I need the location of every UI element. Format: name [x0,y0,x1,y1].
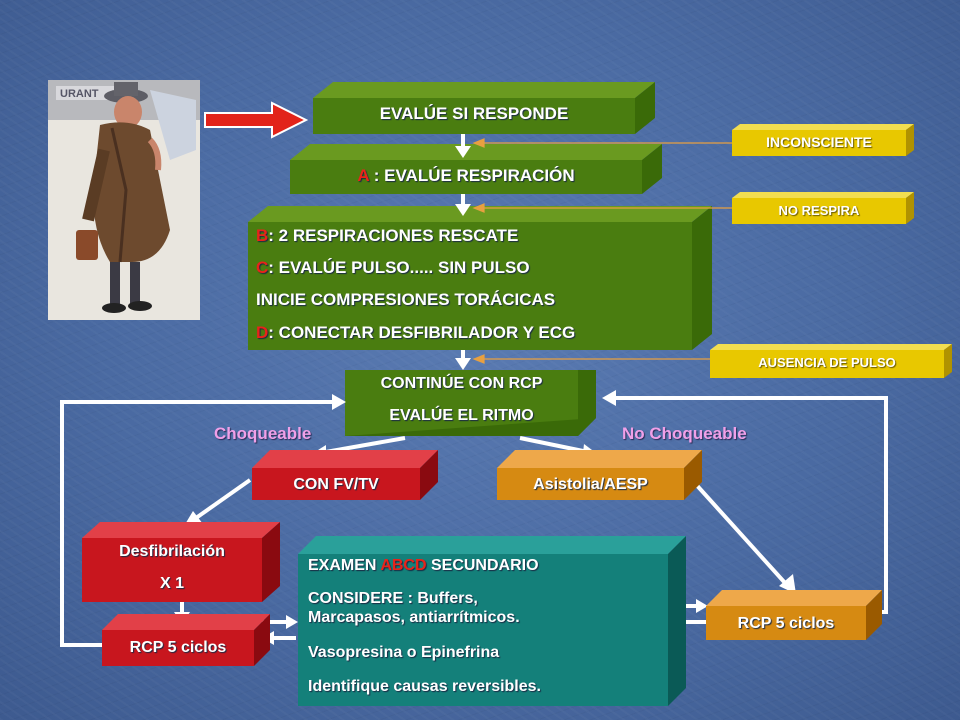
fv-tv-label: CON FV/TV [293,476,379,493]
box-asistolia [497,450,702,500]
loop-heads [332,390,616,410]
exam-considere-line2: Marcapasos, antiarrítmicos. [308,609,520,626]
desfib-line1: Desfibrilación [119,543,225,560]
label-no-choqueable: No Choqueable [622,424,747,443]
step-respiracion: A : EVALÚE RESPIRACIÓN [290,166,642,186]
rcp-right-label: RCP 5 ciclos [737,615,835,632]
rcp-left-label: RCP 5 ciclos [129,639,227,656]
letter-c: C [256,258,269,277]
exam-title: EXAMEN ABCD SECUNDARIO [308,557,539,575]
step-b: B: 2 RESPIRACIONES RESCATE [256,226,518,246]
tag-inconsciente: INCONSCIENTE [766,134,872,150]
step-c: C: EVALÚE PULSO..... SIN PULSO [256,258,530,278]
step-c-line2: INICIE COMPRESIONES TORÁCICAS [256,290,556,309]
exam-abcd: ABCD [380,557,427,574]
box-rcp-left [102,614,270,666]
asistolia-label: Asistolia/AESP [533,476,648,493]
box-exam-secundario [298,536,686,706]
exam-considere: CONSIDERE : Buffers, [308,590,478,607]
step-c-text: : EVALÚE PULSO..... SIN PULSO [268,258,530,277]
tag-inconsciente-shape [732,124,914,156]
exam-causas: Identifique causas reversibles. [308,678,541,695]
letter-a: A [357,166,370,185]
box-continue-rcp [345,370,596,436]
box-respiracion [290,144,662,194]
step-d: D: CONECTAR DESFIBRILADOR Y ECG [256,323,575,343]
box-desfib [82,522,280,602]
tag-ausencia-shape [710,344,952,378]
step-respiracion-text: : EVALÚE RESPIRACIÓN [369,166,575,185]
continue-rcp-line1: CONTINÚE CON RCP [380,375,543,392]
continue-rcp-line2: EVALÚE EL RITMO [389,407,534,424]
exam-suffix: SECUNDARIO [426,557,539,574]
label-choqueable: Choqueable [214,424,312,443]
letter-b: B [256,226,269,245]
box-rcp-right [706,590,882,640]
tag-ausencia-pulso: AUSENCIA DE PULSO [758,355,896,370]
exam-vasopresina: Vasopresina o Epinefrina [308,644,500,661]
step-evalue-responde: EVALÚE SI RESPONDE [379,104,569,123]
step-b-text: : 2 RESPIRACIONES RESCATE [268,226,519,245]
exam-prefix: EXAMEN [308,557,381,574]
tag-no-respira: NO RESPIRA [778,203,860,218]
svg-text:URANT: URANT [60,88,99,100]
box-fv-tv [252,450,438,500]
desfib-line2: X 1 [159,575,184,592]
man-illustration: URANT [48,80,200,320]
box-bcd [248,206,712,350]
red-arrow [204,101,309,139]
letter-d: D [256,323,269,342]
loop-lines [60,396,888,647]
tag-pointers [472,138,732,364]
step-d-text: : CONECTAR DESFIBRILADOR Y ECG [268,323,576,342]
tag-no-respira-shape [732,192,914,224]
box-evalue-responde [313,82,655,134]
